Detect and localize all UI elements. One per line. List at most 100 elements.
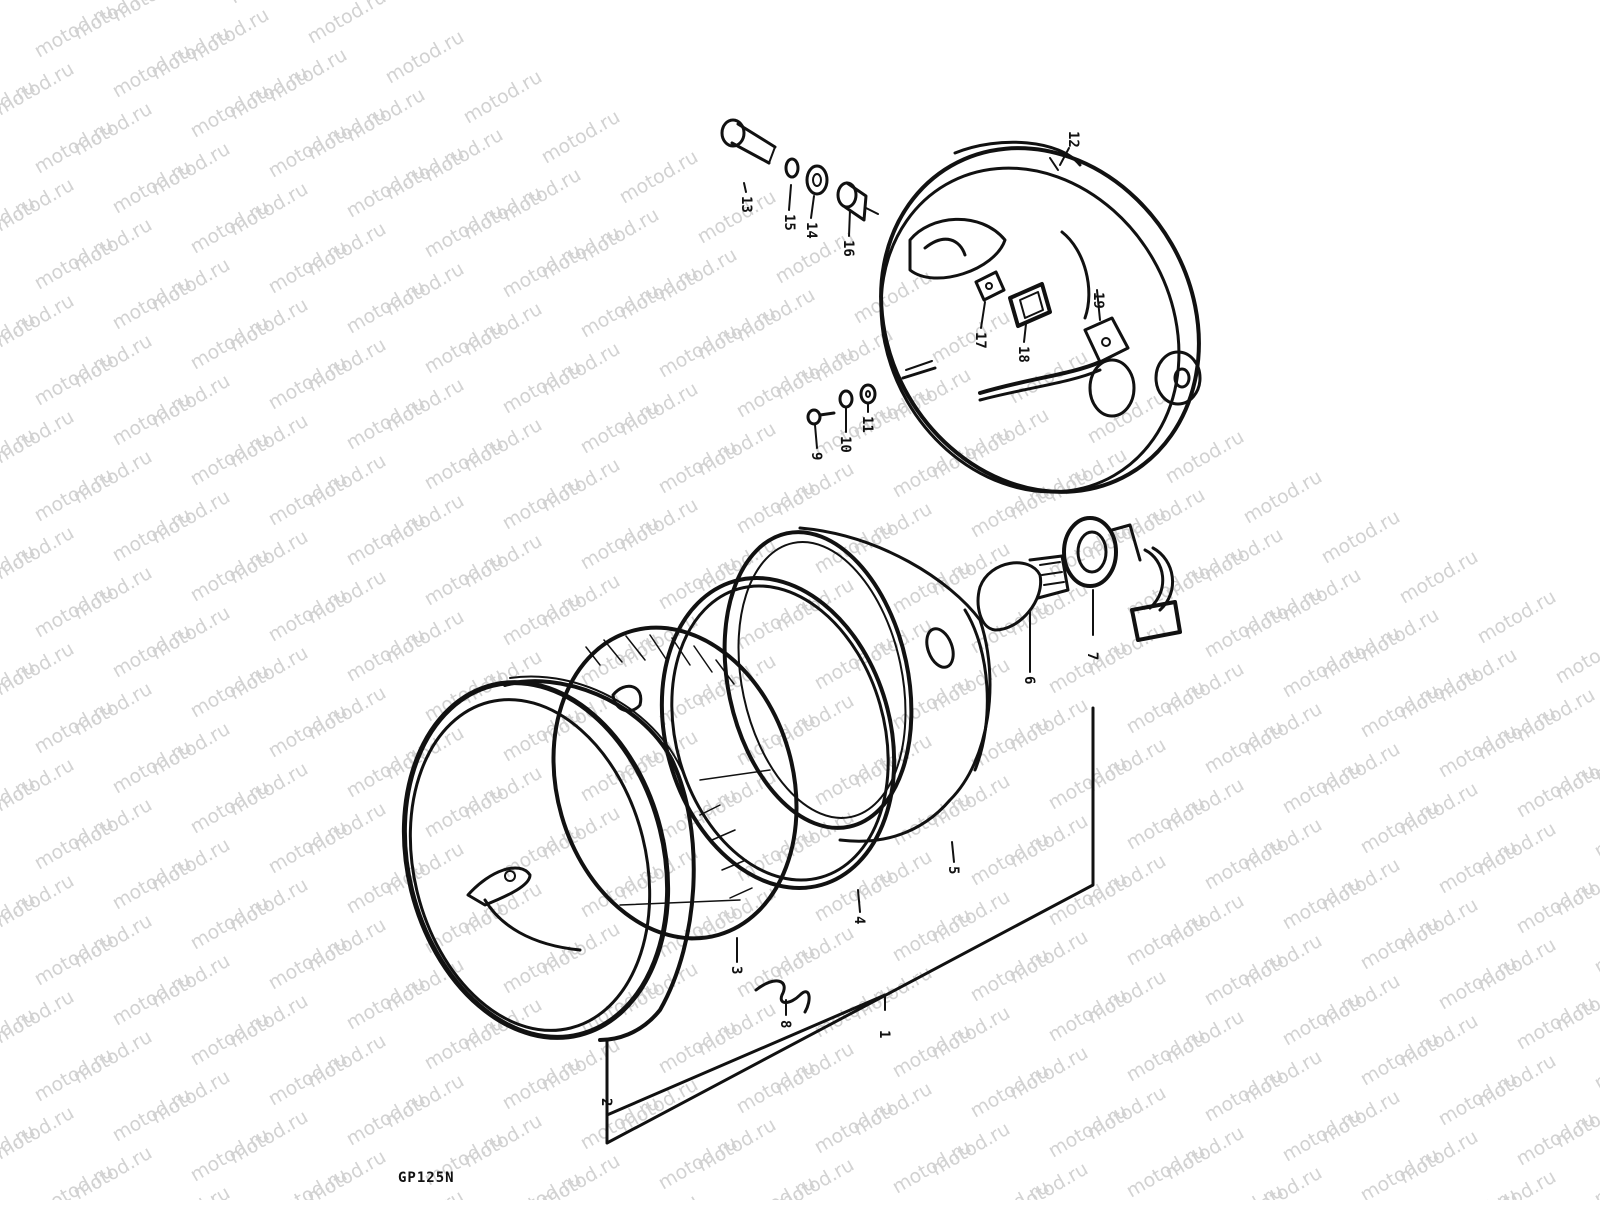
watermark-text: motod.ru [1396, 546, 1482, 609]
callout-12: 12 [1065, 131, 1081, 148]
washer-plain [861, 385, 875, 403]
watermark-text: motod.ru [31, 348, 117, 411]
watermark-text: motod.ru [109, 1084, 195, 1147]
watermark-text: motod.ru [889, 1020, 975, 1083]
callout-1: 1 [876, 1030, 892, 1038]
callout-19: 19 [1090, 292, 1106, 309]
watermark-text: motod.ru [1123, 908, 1209, 971]
watermark-text: motod.ru [967, 828, 1053, 891]
watermark-text: motod.ru [343, 1088, 429, 1151]
watermark-text: motod.ru [109, 968, 195, 1031]
screw [808, 410, 834, 424]
callout-8: 8 [777, 1020, 793, 1028]
watermark-text: motod.ru [967, 1060, 1053, 1123]
watermark-text: motod.ru [1474, 586, 1560, 649]
watermark-text: motod.ru [304, 0, 390, 48]
callout-13: 13 [738, 196, 754, 213]
watermark-text: motod.ru [1318, 506, 1404, 569]
watermark-text: motod.ru [1084, 386, 1170, 449]
watermark-text: motod.ru [577, 396, 663, 459]
watermark-text: motod.ru [889, 556, 975, 619]
watermark-text: motod.ru [1201, 716, 1287, 779]
watermark-text: motod.ru [187, 312, 273, 375]
bracket [1085, 318, 1128, 362]
watermark-text: motod.ru [889, 904, 975, 967]
watermark-text: motod.ru [1201, 600, 1287, 663]
callout-17: 17 [972, 332, 988, 349]
watermark-text: motod.ru [1591, 1032, 1600, 1095]
callout-6: 6 [1021, 676, 1037, 684]
watermark-text: motod.ru [733, 1172, 819, 1200]
watermark-text: motod.ru [1513, 1108, 1599, 1171]
watermark-text: motod.ru [1513, 760, 1599, 823]
watermark-text: motod.ru [499, 936, 585, 999]
watermark-text: motod.ru [577, 512, 663, 575]
watermark-text: motod.ru [265, 352, 351, 415]
watermark-text: motod.ru [967, 712, 1053, 775]
watermark-text: motod.ru [265, 1048, 351, 1111]
watermark-text: motod.ru [31, 232, 117, 295]
watermark-text: motod.ru [1162, 426, 1248, 489]
watermark-text: motod.ru [538, 106, 624, 169]
watermark-text: motod.ru [733, 360, 819, 423]
watermark-text: motod.ru [265, 932, 351, 995]
watermark-text: motod.ru [577, 280, 663, 343]
model-code: GP125N [398, 1170, 455, 1186]
watermark-text: motod.ru [343, 160, 429, 223]
watermark-text: motod.ru [1474, 1166, 1560, 1200]
watermark-text: motod.ru [421, 780, 507, 843]
watermark-text: motod.ru [655, 784, 741, 847]
watermark-text: motod.ru [187, 428, 273, 491]
watermark-text: motod.ru [499, 472, 585, 535]
callout-2: 2 [598, 1098, 614, 1106]
watermark-text: motod.ru [31, 928, 117, 991]
callout-3: 3 [728, 966, 744, 974]
watermark-text: motod.ru [0, 0, 39, 22]
watermark-text: motod.ru [1045, 752, 1131, 815]
watermark-text: motod.ru [187, 892, 273, 955]
watermark-text: motod.ru [499, 704, 585, 767]
watermark-text: motod.ru [187, 1008, 273, 1071]
watermark-text: motod.ru [967, 944, 1053, 1007]
watermark-text: motod.ru [1591, 800, 1600, 863]
watermark-text: motod.ru [421, 548, 507, 611]
callout-10: 10 [837, 436, 853, 453]
watermark-text: motod.ru [265, 120, 351, 183]
callout-7: 7 [1084, 652, 1100, 660]
washer [807, 166, 827, 194]
terminal-clip [976, 272, 1004, 300]
watermark-text: motod.ru [109, 620, 195, 683]
watermark-text: motod.ru [577, 1092, 663, 1155]
watermark-text: motod.ru [1435, 836, 1521, 899]
watermark-text: motod.ru [655, 1016, 741, 1079]
watermark-text: motod.ru [31, 580, 117, 643]
watermark-text: motod.ru [382, 26, 468, 89]
watermark-text: motod.ru [31, 0, 117, 62]
collar [838, 183, 878, 220]
bolt [722, 120, 775, 163]
watermark-text: motod.ru [928, 306, 1014, 369]
watermark-text: motod.ru [499, 1052, 585, 1115]
watermark-text: motod.ru [1123, 1024, 1209, 1087]
watermark-text: motod.ru [109, 156, 195, 219]
watermark-text: motod.ru [148, 1182, 234, 1200]
washer-small [786, 159, 798, 177]
watermark-text: motod.ru [811, 1096, 897, 1159]
watermark-text: motod.ru [421, 316, 507, 379]
watermark-text: motod.ru [850, 1194, 936, 1200]
watermark-text: motod.ru [1123, 560, 1209, 623]
watermark-text: motod.ru [811, 632, 897, 695]
callout-11: 11 [859, 416, 875, 433]
callout-18: 18 [1015, 346, 1031, 363]
callout-15: 15 [781, 214, 797, 231]
watermark-text: motod.ru [109, 852, 195, 915]
watermark-text: motod.ru [109, 40, 195, 103]
watermark-text: motod.ru [343, 276, 429, 339]
watermark-text: motod.ru [265, 816, 351, 879]
watermark-text: motod.ru [1513, 876, 1599, 939]
callout-9: 9 [808, 452, 824, 460]
watermark-text: motod.ru [187, 660, 273, 723]
watermark-text: motod.ru [0, 0, 78, 4]
